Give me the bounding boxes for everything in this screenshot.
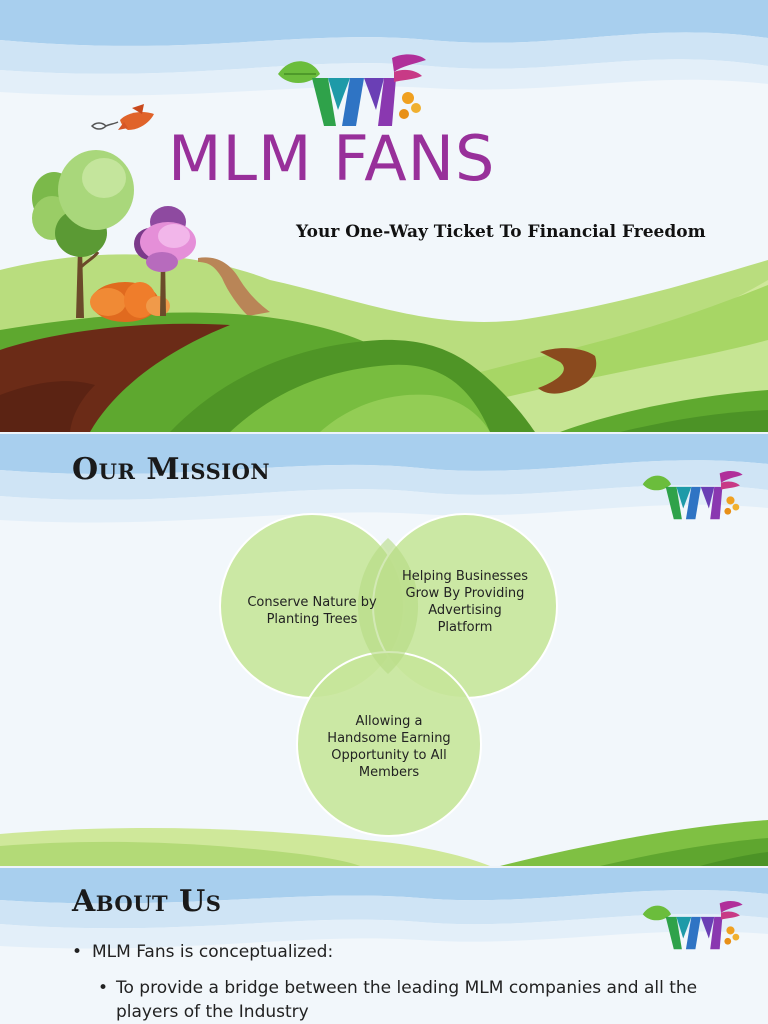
mission-circle-text: Conserve Nature by Planting Trees (247, 595, 377, 627)
cover-background (0, 0, 768, 432)
tree-icon (32, 150, 134, 318)
tree-icon (134, 206, 196, 316)
about-sub-bullet: To provide a bridge between the leading … (72, 976, 752, 1024)
venn-diagram (219, 513, 558, 837)
mission-circle-text: Helping Businesses Grow By Providing Adv… (402, 569, 528, 635)
about-bullet: MLM Fans is conceptualized: (72, 940, 752, 964)
mission-circle-text: Allowing a Handsome Earning Opportunity … (327, 714, 451, 780)
mlm-fans-logo (278, 54, 426, 126)
mlm-fans-logo (642, 470, 743, 520)
mission-slide: Our Mission Conserve Nature by Planting … (0, 434, 768, 866)
cover-slide: MLM FANS Your One-Way Ticket To Financia… (0, 0, 768, 432)
cover-title: MLM FANS (168, 122, 496, 195)
bird-icon (90, 104, 154, 130)
mission-heading: Our Mission (72, 452, 271, 487)
about-slide: About Us MLM Fans is conceptualized: To … (0, 868, 768, 1024)
cover-tagline: Your One-Way Ticket To Financial Freedom (296, 222, 706, 242)
about-heading: About Us (72, 884, 222, 919)
mlm-fans-logo (642, 900, 743, 950)
about-bullets: MLM Fans is conceptualized: To provide a… (72, 940, 752, 1024)
